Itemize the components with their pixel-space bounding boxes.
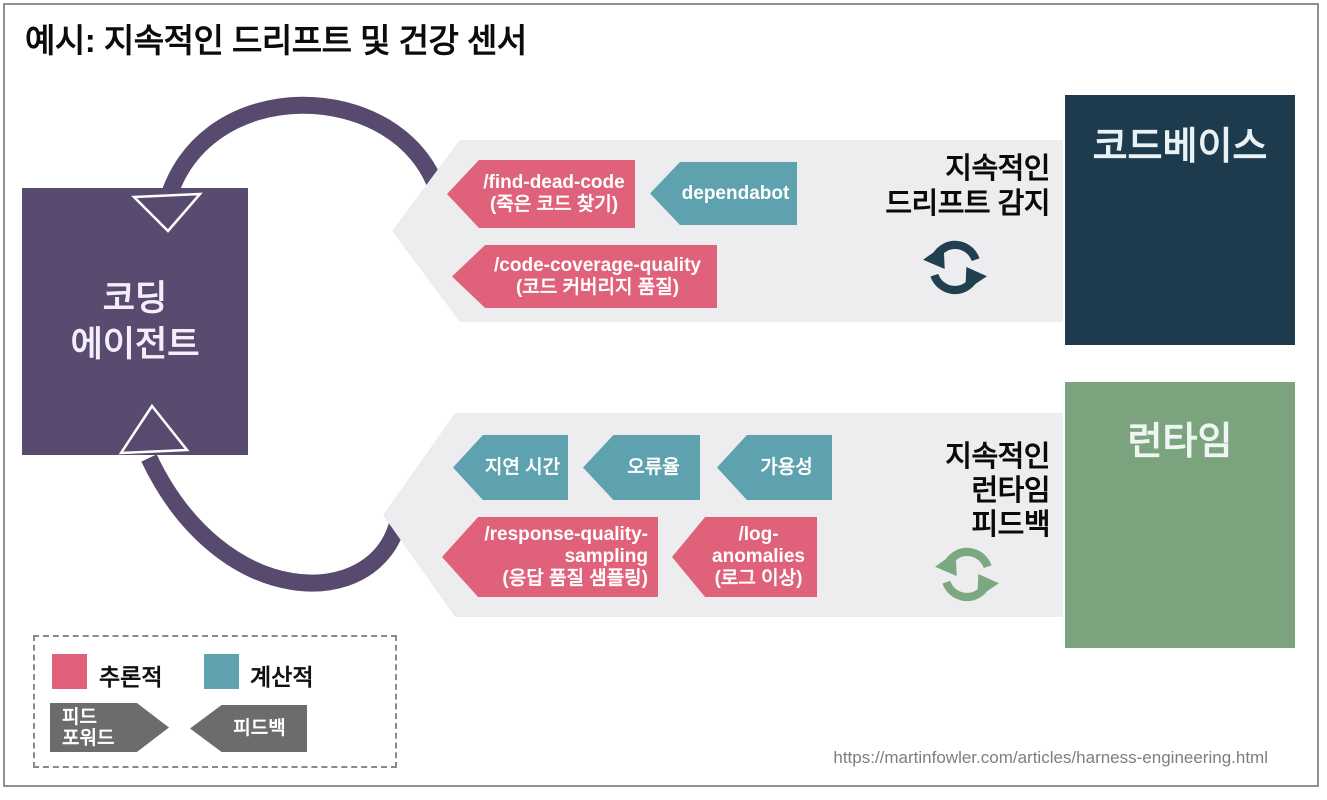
tag-availability-label: 가용성 <box>760 456 813 478</box>
tag-dependabot-label: dependabot <box>681 182 790 204</box>
tag-response-quality-sampling: /response-quality- sampling (응답 품질 샘플링) <box>442 517 658 597</box>
legend-feed-forward-line1: 피드 <box>62 706 97 728</box>
tag-code-coverage-line1: /code-coverage-quality <box>494 254 701 276</box>
diagram-frame-border <box>3 3 1319 787</box>
legend-label-inferential: 추론적 <box>99 664 163 690</box>
drift-heading-line2: 드리프트 감지 <box>885 188 1050 220</box>
coding-agent-label-line2: 에이전트 <box>70 324 200 364</box>
drift-heading: 지속적인 드리프트 감지 <box>820 152 1050 222</box>
tag-response-quality-line1: /response-quality- <box>484 524 648 545</box>
tag-response-quality-line3: (응답 품질 샘플링) <box>502 568 648 589</box>
coding-agent-label-line1: 코딩 <box>102 278 168 318</box>
tag-code-coverage-line2: (코드 커버리지 품질) <box>515 276 680 298</box>
legend-feedback-label: 피드백 <box>233 718 286 739</box>
cycle-arrows-icon <box>935 547 999 602</box>
legend-swatch-inferential <box>52 654 87 689</box>
legend-feed-forward-line2: 포워드 <box>62 727 115 749</box>
tag-log-anomalies-line1: /log- <box>738 524 779 545</box>
feedback-loop-arc-top <box>157 96 447 209</box>
coding-agent-box: 코딩 에이전트 <box>22 188 248 455</box>
cycle-arrows-icon <box>923 240 987 295</box>
legend-label-computational: 계산적 <box>250 664 314 690</box>
tag-find-dead-code-line1: /find-dead-code <box>483 172 625 193</box>
up-arrowhead-icon <box>118 403 190 455</box>
tag-log-anomalies-line2: anomalies <box>712 546 805 567</box>
runtime-heading-line1: 지속적인 <box>945 441 1050 473</box>
page-title: 예시: 지속적인 드리프트 및 건강 센서 <box>25 22 527 59</box>
down-arrowhead-icon <box>131 192 203 233</box>
legend-swatch-computational <box>204 654 239 689</box>
runtime-heading-line3: 피드백 <box>971 509 1050 541</box>
tag-latency-label: 지연 시간 <box>484 456 561 478</box>
legend: 추론적 계산적 피드 포워드 피드백 <box>33 635 397 768</box>
source-url: https://martinfowler.com/articles/harnes… <box>833 748 1268 767</box>
codebase-box: 코드베이스 <box>1065 95 1295 345</box>
tag-code-coverage-quality: /code-coverage-quality (코드 커버리지 품질) <box>452 245 717 308</box>
tag-log-anomalies: /log- anomalies (로그 이상) <box>672 517 817 597</box>
tag-dependabot: dependabot <box>650 162 797 225</box>
runtime-box: 런타임 <box>1065 382 1295 648</box>
tag-log-anomalies-line3: (로그 이상) <box>714 568 803 589</box>
tag-response-quality-line2: sampling <box>564 546 648 567</box>
runtime-heading-line2: 런타임 <box>971 475 1050 507</box>
codebase-box-title: 코드베이스 <box>1092 126 1268 168</box>
drift-heading-line1: 지속적인 <box>945 153 1050 185</box>
tag-error-rate-label: 오류율 <box>627 456 680 478</box>
tag-find-dead-code-line2: (죽은 코드 찾기) <box>489 194 619 215</box>
feedback-loop-arc-bottom <box>141 454 407 592</box>
runtime-feedback-heading: 지속적인 런타임 피드백 <box>820 440 1050 542</box>
tag-find-dead-code: /find-dead-code (죽은 코드 찾기) <box>447 160 635 228</box>
runtime-box-title: 런타임 <box>1127 421 1233 463</box>
